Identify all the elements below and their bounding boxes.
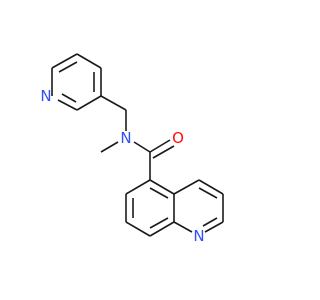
bond xyxy=(58,61,78,73)
bond xyxy=(149,187,169,199)
atom-label-n-pyridine: N xyxy=(40,87,51,105)
bond xyxy=(61,93,77,103)
bond xyxy=(202,217,218,227)
bond xyxy=(125,179,151,195)
bond xyxy=(76,53,102,69)
atom-label-o-carbonyl: O xyxy=(172,129,184,147)
bond xyxy=(125,221,151,237)
molecule-structure-diagram: N N O N xyxy=(40,53,224,245)
bond xyxy=(152,145,175,159)
bond xyxy=(149,179,175,195)
bond xyxy=(198,187,218,199)
quinoline-ring xyxy=(125,179,224,237)
bond xyxy=(204,221,224,233)
bond xyxy=(133,141,151,153)
bond xyxy=(76,95,102,111)
bond xyxy=(51,53,78,69)
bond xyxy=(57,99,78,111)
bond xyxy=(149,221,175,237)
atom-label-n-quinoline: N xyxy=(193,227,204,245)
pyridine-ring xyxy=(51,53,102,111)
linker-and-amide xyxy=(100,95,175,180)
bond xyxy=(100,95,127,111)
bond xyxy=(173,179,200,195)
atom-label-n-amide: N xyxy=(120,129,131,147)
bond xyxy=(198,179,224,195)
bond xyxy=(149,139,171,153)
bond xyxy=(100,141,119,153)
bond xyxy=(173,221,193,233)
bond xyxy=(149,217,169,229)
